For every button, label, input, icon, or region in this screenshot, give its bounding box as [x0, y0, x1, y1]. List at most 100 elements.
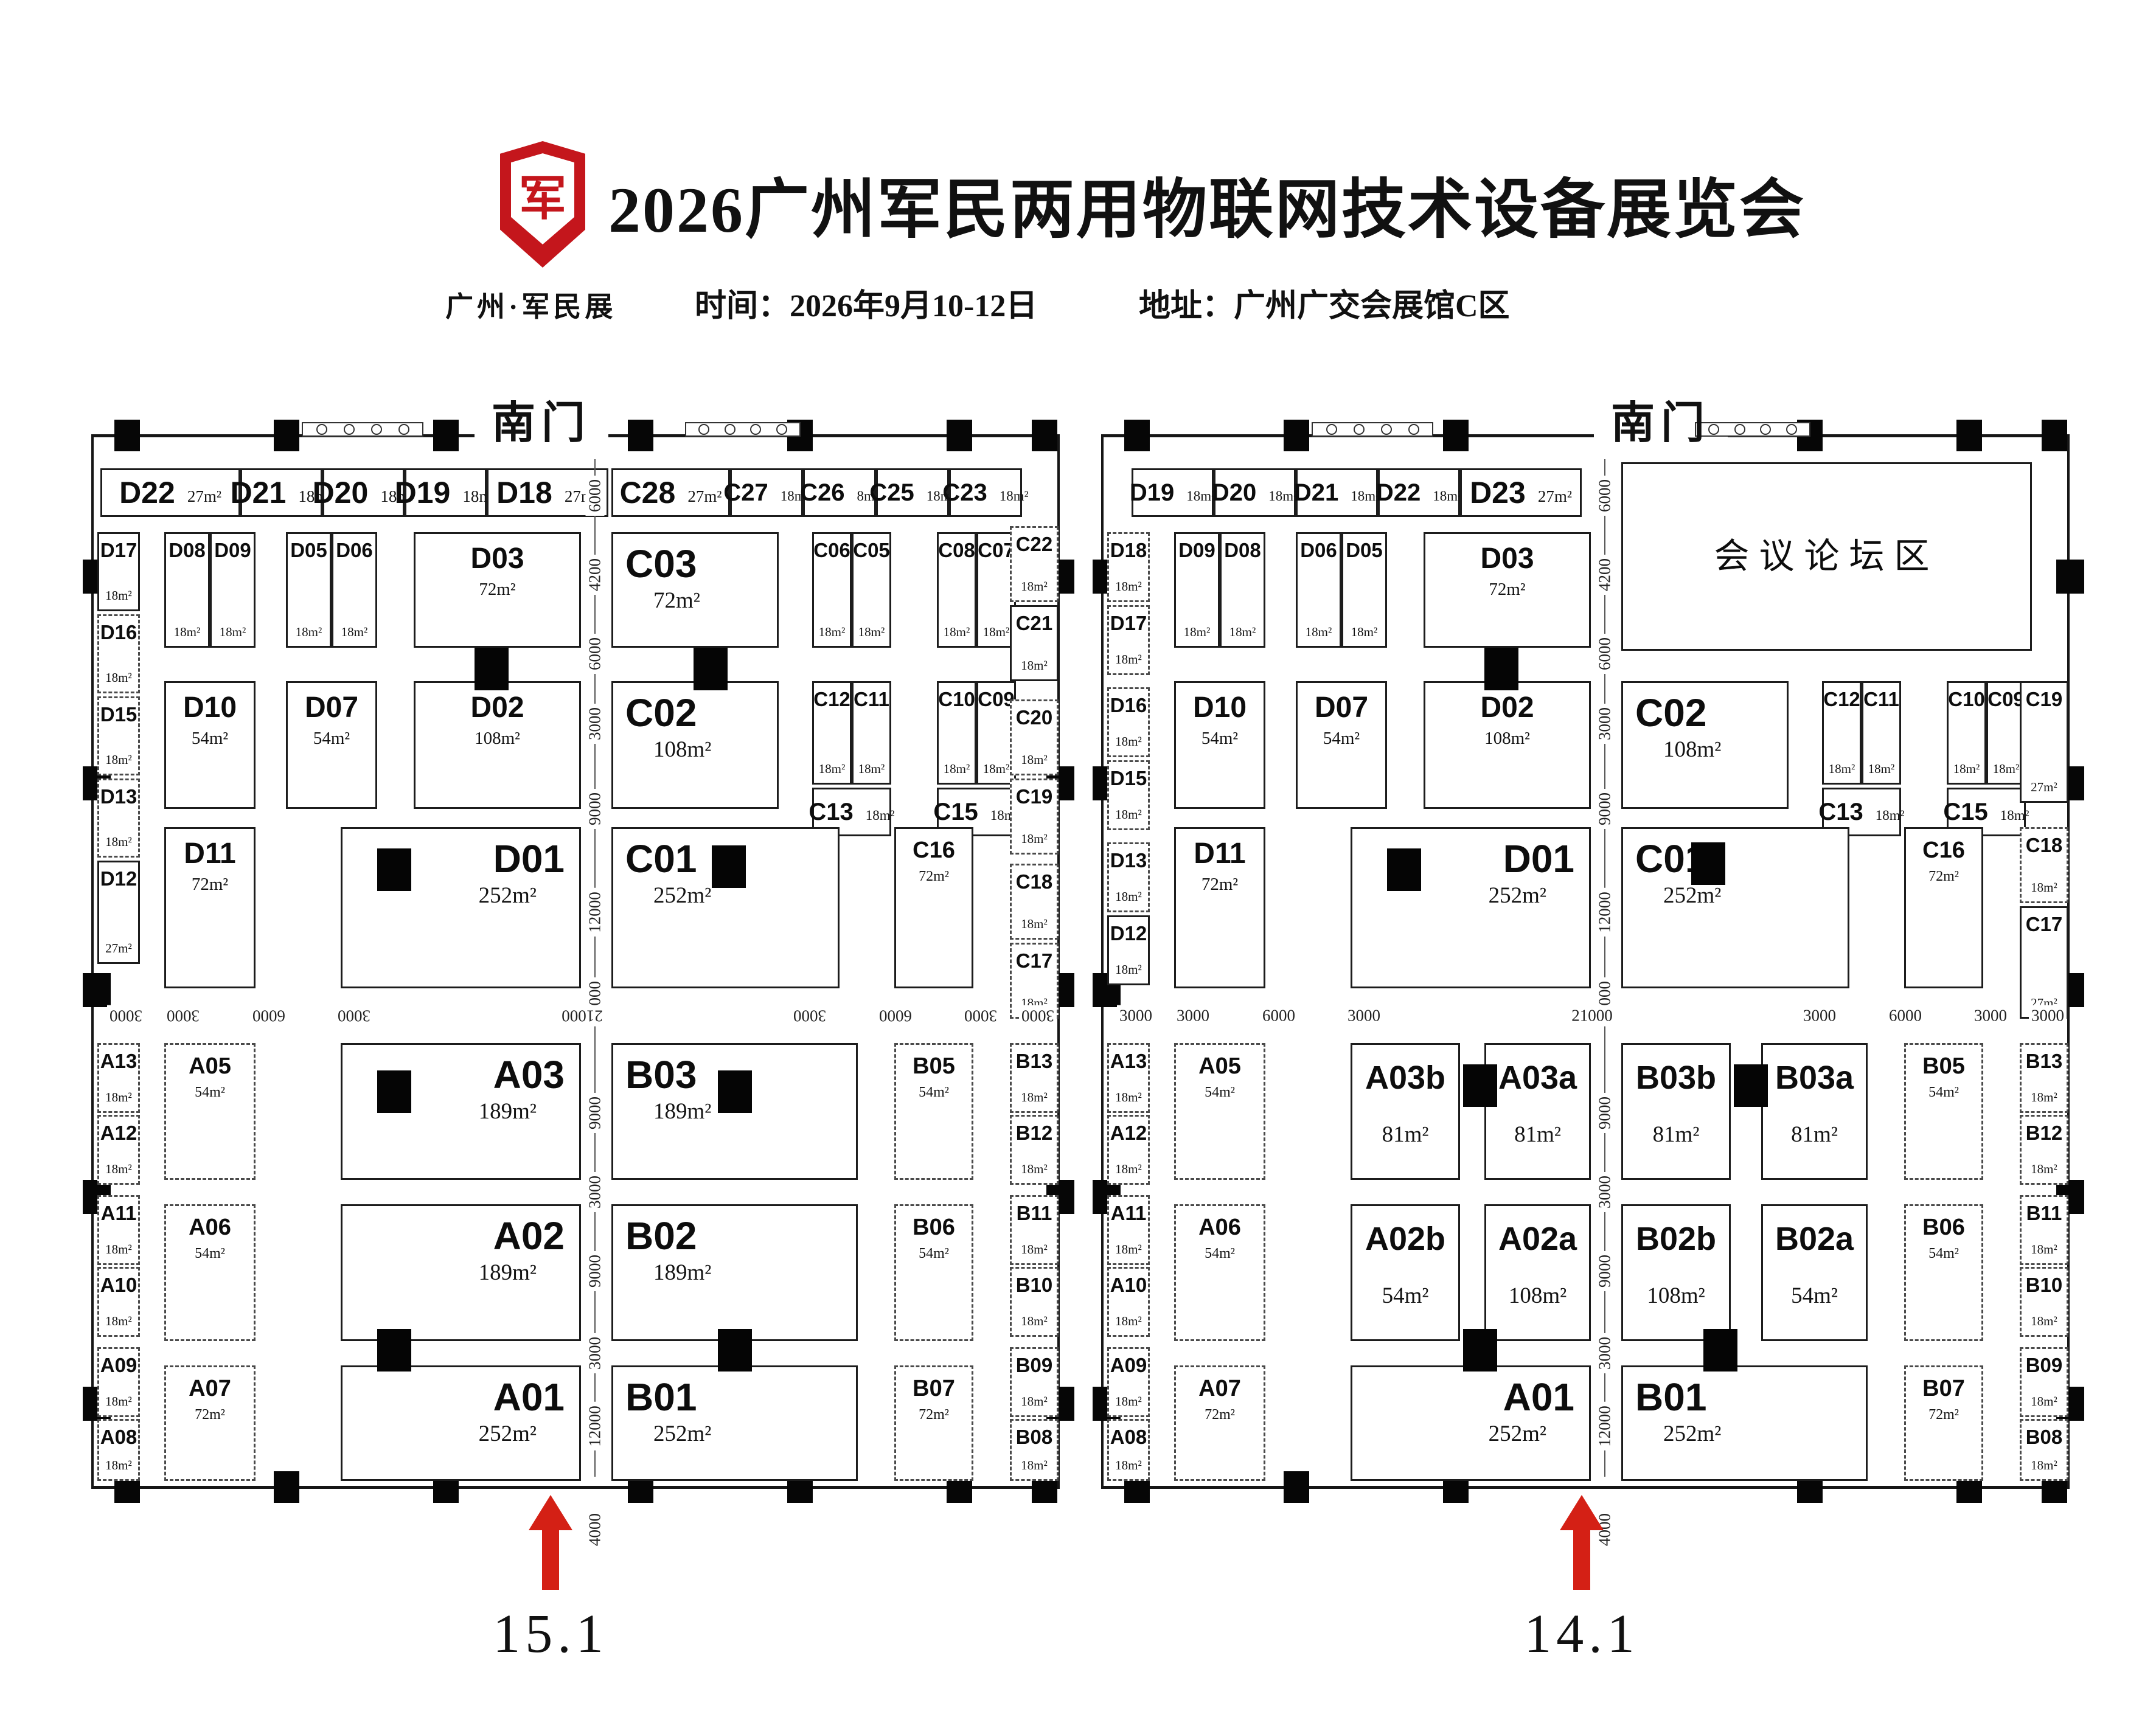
booth-area-label: 18m²	[1115, 1313, 1142, 1328]
booth-id-label: D22	[119, 475, 175, 510]
fence-circle-icon	[1380, 424, 1392, 435]
booth-area-label: 18m²	[105, 1313, 132, 1328]
booth-area-label: 18m²	[105, 834, 132, 849]
dimension-value: 9000	[1595, 1093, 1615, 1133]
booth-area-label: 18m²	[1115, 1089, 1142, 1104]
dimension-value: 21000	[559, 1005, 605, 1027]
booth-id-label: C12	[813, 688, 850, 710]
booth-id-label: A08	[1110, 1426, 1147, 1448]
booth-area-label: 18m²	[1115, 651, 1142, 667]
dimension-value: 9000	[585, 1093, 605, 1133]
booth-area-label: 54m²	[1382, 1283, 1429, 1308]
booth-id-label: D19	[394, 475, 451, 510]
booth-area-label: 18m²	[1021, 1241, 1048, 1257]
booth-id-label: B12	[2025, 1122, 2063, 1144]
booth-id-label: A03b	[1365, 1059, 1446, 1096]
booth-area-label: 108m²	[1663, 737, 1722, 763]
booth-area-label: 27m²	[105, 940, 132, 955]
structural-column	[377, 1329, 411, 1371]
booth-area-label: 18m²	[1021, 1393, 1048, 1409]
booth-area-label: 189m²	[478, 1260, 537, 1286]
logo-glyph: 军	[518, 172, 566, 225]
booth-area-label: 72m²	[195, 1406, 225, 1423]
booth-area-label: 18m²	[1433, 488, 1462, 504]
booth-area-label: 252m²	[1663, 883, 1722, 909]
booth-area-label: 27m²	[2031, 779, 2057, 794]
booth-id-label: A07	[1198, 1376, 1241, 1401]
hall-number-label: 15.1	[493, 1604, 608, 1664]
booth-A06: A06 54m²	[164, 1204, 256, 1341]
booth-id-label: C21	[1015, 612, 1053, 634]
booth-id-label: A03	[493, 1053, 565, 1097]
booth-area-label: 108m²	[1484, 729, 1530, 749]
booth-id-label: D17	[100, 539, 137, 561]
booth-area-label: 18m²	[105, 1089, 132, 1104]
booth-area-label: 81m²	[1652, 1122, 1700, 1147]
dimension-value: 3000	[1595, 704, 1615, 744]
booth-area-label: 18m²	[943, 624, 970, 639]
booth-id-label: C02	[625, 691, 697, 735]
booth-area-label: 18m²	[1868, 761, 1895, 776]
booth-id-label: D06	[336, 539, 373, 561]
booth-area-label: 54m²	[1201, 729, 1239, 749]
booth-area-label: 18m²	[105, 1457, 132, 1472]
booth-id-label: A06	[189, 1215, 231, 1240]
booth-area-label: 54m²	[1323, 729, 1360, 749]
dimension-value: 3000	[962, 1005, 1000, 1027]
structural-column	[1484, 648, 1518, 690]
fence-circle-icon	[1760, 424, 1772, 435]
booth-id-label: C17	[1015, 949, 1053, 972]
booth-area-label: 18m²	[818, 761, 846, 776]
booth-D17: D17 18m²	[1107, 605, 1150, 675]
booth-area-label: 108m²	[653, 737, 712, 763]
booth-id-label: D05	[1346, 539, 1383, 561]
booth-area-label: 54m²	[195, 1245, 225, 1261]
hall-number-label: 14.1	[1524, 1604, 1640, 1664]
booth-id-label: C10	[1948, 688, 1985, 710]
booth-id-label: C06	[813, 539, 850, 561]
dimension-value: 3000	[585, 1333, 605, 1373]
booth-area-label: 18m²	[858, 624, 885, 639]
bottom-wall	[91, 1486, 1060, 1489]
booth-id-label: B13	[2025, 1050, 2063, 1072]
booth-area-label: 18m²	[105, 1161, 132, 1176]
wall-column	[2042, 420, 2067, 451]
booth-id-label: A12	[1110, 1122, 1147, 1144]
booth-id-label: B07	[1922, 1376, 1965, 1401]
window-fence-decoration	[1695, 422, 1810, 437]
dimension-value: 3000	[1174, 1005, 1212, 1027]
booth-id-label: D21	[230, 475, 287, 510]
booth-id-label: A01	[493, 1375, 565, 1419]
wall-column	[274, 1471, 299, 1503]
booth-area-label: 18m²	[1992, 761, 2020, 776]
booth-id-label: D17	[1110, 612, 1147, 634]
